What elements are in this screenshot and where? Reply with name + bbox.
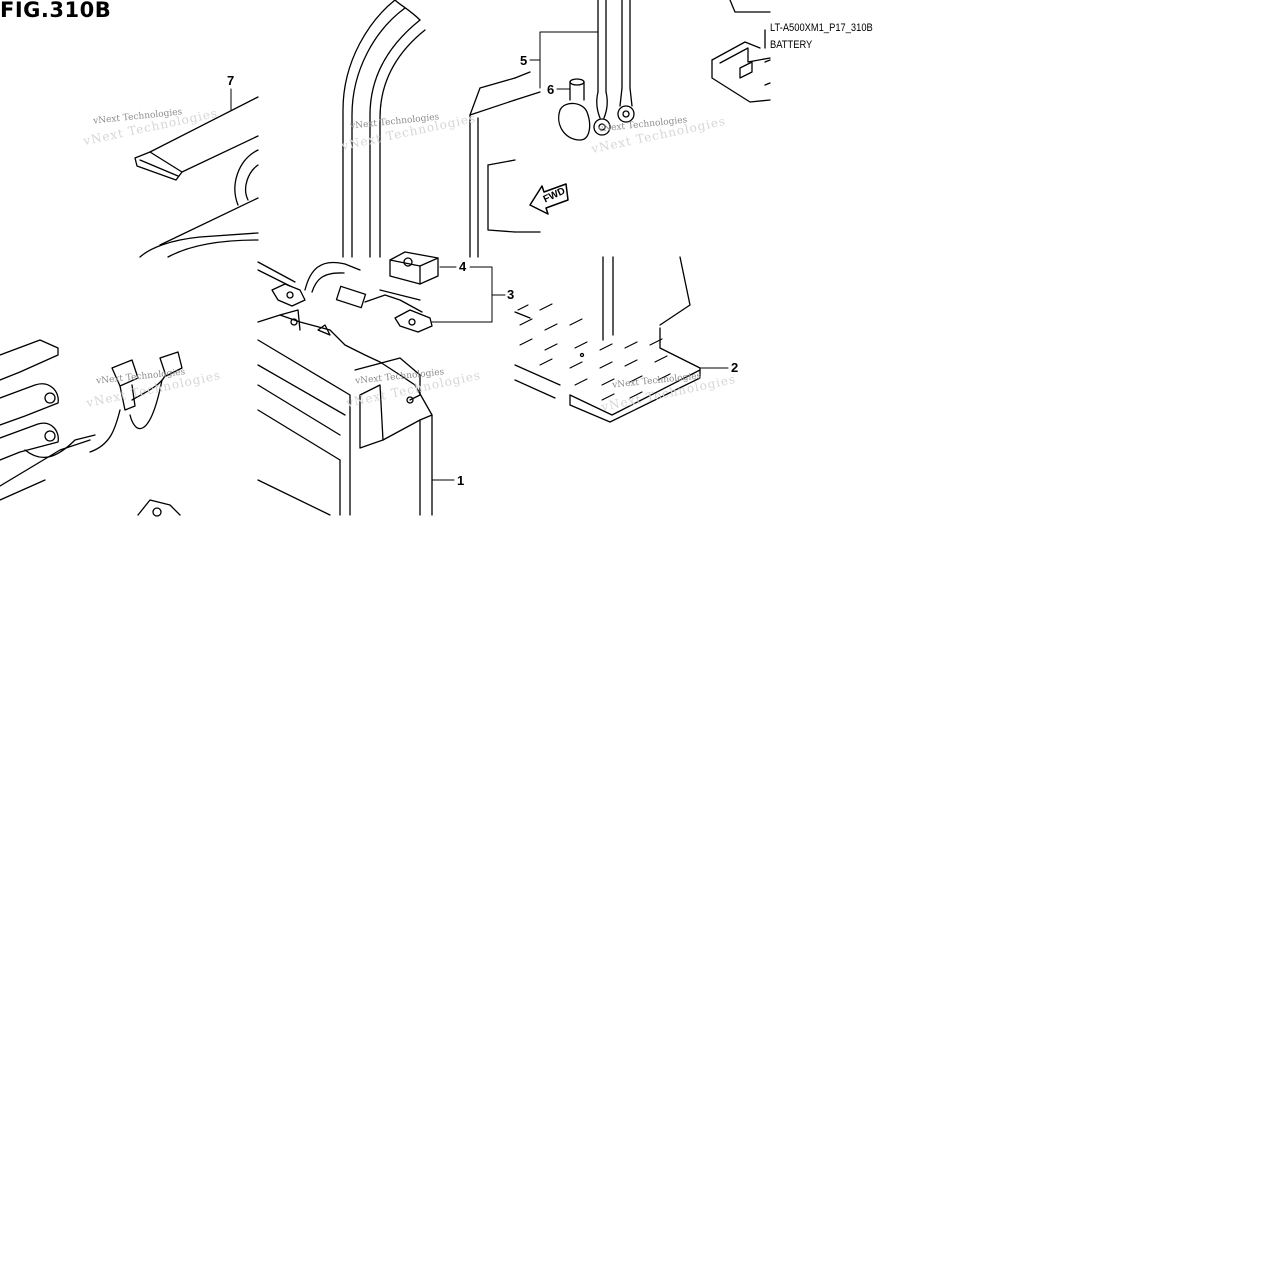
diagram-code: LT-A500XM1_P17_310B: [770, 22, 873, 34]
tile-battery: [257, 251, 506, 516]
callout-3[interactable]: 3: [507, 287, 515, 302]
callout-6[interactable]: 6: [547, 82, 555, 97]
tile-tray: [514, 256, 729, 423]
callout-1[interactable]: 1: [457, 473, 465, 488]
strap-buckle: [134, 151, 183, 181]
tile-cables: [514, 0, 635, 233]
tile-strap-area: [134, 88, 259, 258]
figure-title: FIG.310B: [0, 0, 112, 22]
callout-5[interactable]: 5: [520, 53, 528, 68]
tile-cable-loop: [342, 0, 516, 258]
tile-connector: [0, 339, 183, 517]
section-title: BATTERY: [770, 39, 813, 51]
fwd-arrow-shape: [529, 183, 569, 215]
cushion-pad: [389, 251, 439, 285]
callout-7[interactable]: 7: [227, 73, 235, 88]
connector-block: [111, 359, 139, 387]
callout-4[interactable]: 4: [459, 259, 467, 274]
tile-reference: [711, 0, 771, 103]
callout-2[interactable]: 2: [731, 360, 739, 375]
